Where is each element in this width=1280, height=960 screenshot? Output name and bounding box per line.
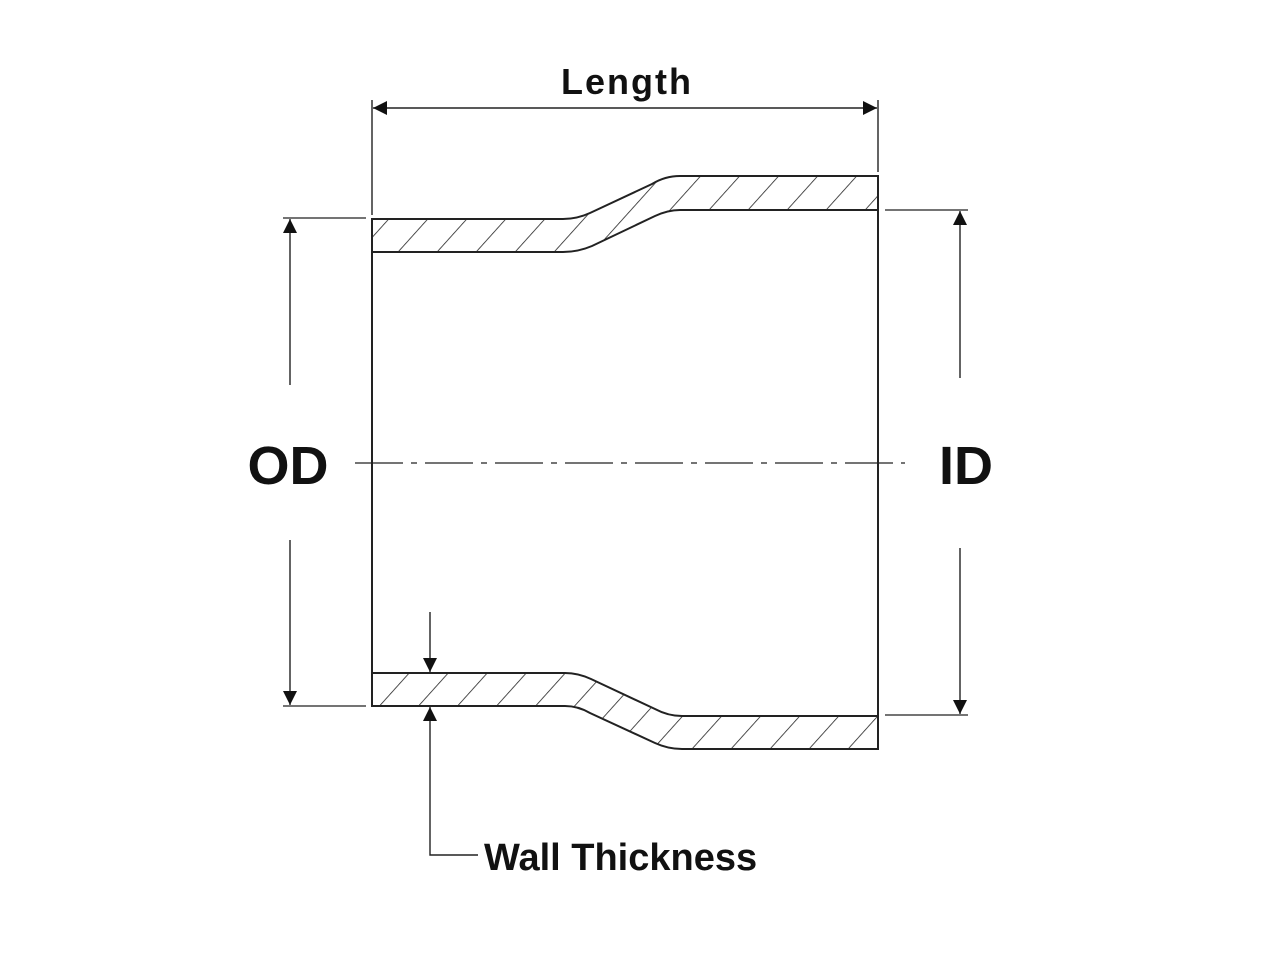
top-wall-section [371, 175, 879, 253]
wall-thickness-label: Wall Thickness [484, 837, 757, 879]
bottom-wall-section [371, 672, 879, 750]
od-label: OD [248, 436, 329, 496]
length-label: Length [561, 61, 693, 102]
wall-thickness-leader [423, 707, 478, 856]
id-label: ID [939, 436, 993, 496]
